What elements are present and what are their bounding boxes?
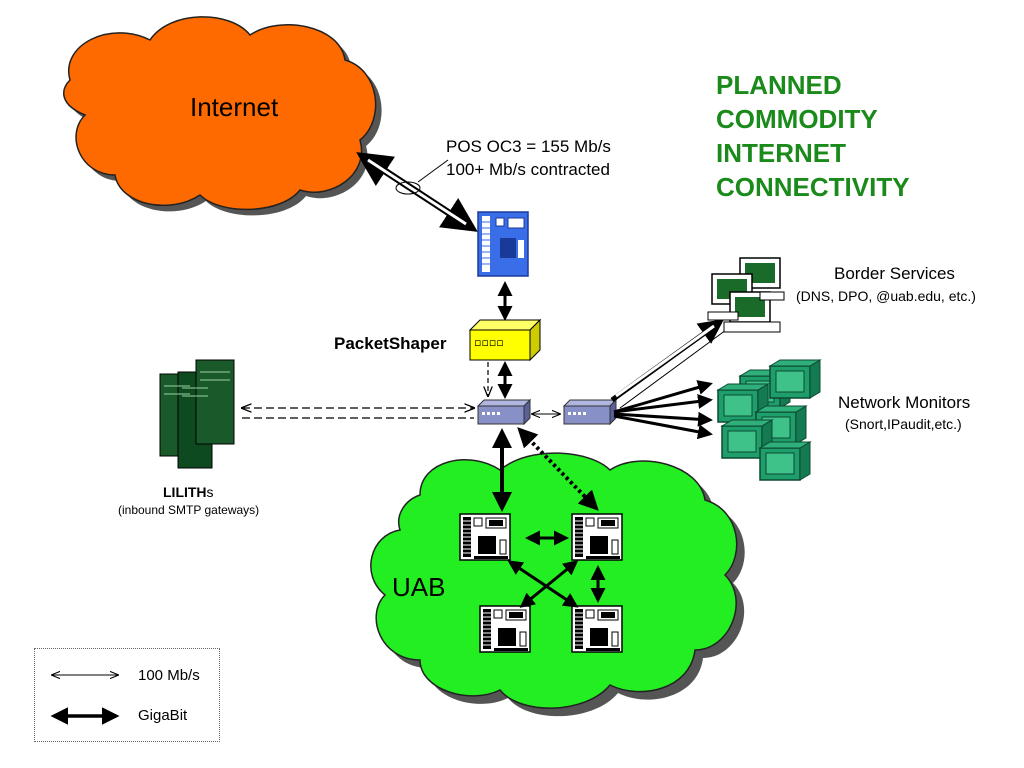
lilith-subtitle: (inbound SMTP gateways)	[118, 503, 260, 517]
border-router	[477, 211, 529, 277]
link-monitorswitch-border	[610, 319, 727, 409]
core-switch	[476, 398, 532, 426]
link-lilith-switch	[242, 408, 474, 419]
border-services-subtitle: (DNS, DPO, @uab.edu, etc.)	[796, 288, 976, 304]
network-monitors-label: Network Monitors	[838, 393, 971, 412]
legend	[34, 648, 220, 742]
pos-oc3-link	[356, 152, 478, 232]
uab-router-top-right	[571, 513, 623, 561]
diagram-title: PLANNED COMMODITY INTERNET CONNECTIVITY	[716, 68, 910, 204]
border-services-computers	[707, 257, 785, 333]
packetshaper-ports: ▫▫▫▫	[474, 336, 504, 349]
lilith-suffix: s	[206, 484, 214, 500]
legend-label-100mb: 100 Mb/s	[138, 667, 200, 684]
network-monitors-subtitle: (Snort,IPaudit,etc.)	[845, 416, 962, 432]
pos-oc3-label: POS OC3 = 155 Mb/s	[446, 137, 611, 156]
internet-cloud	[63, 16, 382, 216]
legend-label-gigabit: GigaBit	[138, 707, 188, 724]
link-switch-uab-2	[517, 427, 599, 511]
uab-router-top-left	[459, 513, 511, 561]
title-line-2: COMMODITY	[716, 104, 878, 134]
title-line-4: CONNECTIVITY	[716, 172, 910, 202]
uab-router-bottom-left	[479, 605, 531, 653]
title-line-3: INTERNET	[716, 138, 846, 168]
uab-router-bottom-right	[571, 605, 623, 653]
packetshaper-label: PacketShaper	[334, 334, 447, 353]
uab-label: UAB	[392, 572, 446, 602]
lilith-servers	[159, 359, 235, 469]
link-monitorswitch-monitors	[613, 380, 713, 440]
network-monitor-computers	[717, 359, 821, 481]
packetshaper-device	[468, 318, 542, 362]
border-services-label: Border Services	[834, 264, 955, 283]
lilith-name: LILITH	[163, 484, 207, 500]
uab-internal-links	[507, 530, 606, 608]
contracted-label: 100+ Mb/s contracted	[446, 160, 610, 179]
lilith-label: LILITHs	[163, 484, 214, 500]
monitor-switch	[562, 398, 618, 426]
title-line-1: PLANNED	[716, 70, 842, 100]
internet-label: Internet	[190, 92, 279, 122]
